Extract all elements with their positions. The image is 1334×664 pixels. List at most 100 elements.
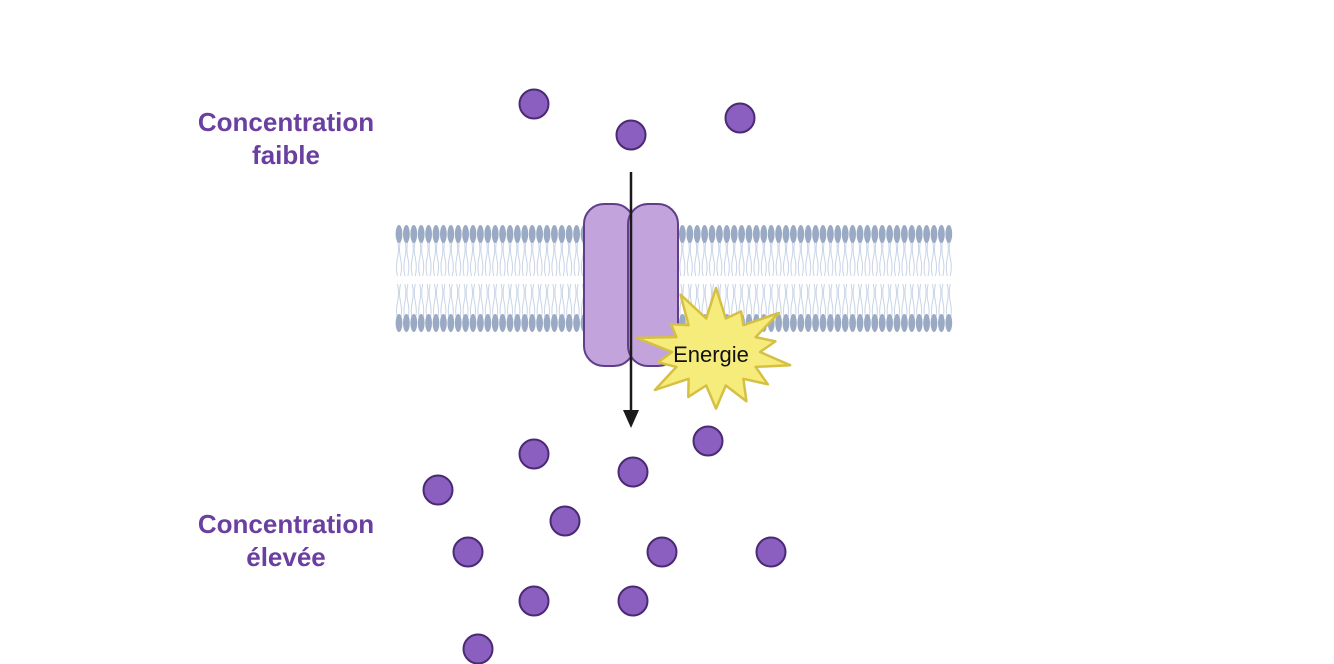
lipid-tail <box>945 239 949 277</box>
molecules-group <box>422 88 787 664</box>
lipid-tail <box>576 283 580 321</box>
lipid-tail <box>786 283 789 321</box>
lipid-head <box>551 314 558 332</box>
energy-star-shape <box>635 286 792 410</box>
lipid-tail <box>763 239 767 277</box>
lipid-tail <box>849 283 853 321</box>
lipid-tail <box>532 239 536 277</box>
lipid-head <box>521 314 529 332</box>
molecule-dot-icon <box>518 88 550 120</box>
lipid-tail <box>686 239 690 277</box>
lipid-head <box>528 314 536 332</box>
lipid-head <box>856 314 864 332</box>
lipid-tail <box>719 239 723 277</box>
low-concentration-label: Concentration faible <box>166 106 406 172</box>
lipid-head <box>864 314 871 332</box>
lipid-tail <box>406 239 410 277</box>
lipid-tail <box>882 239 886 277</box>
lipid-tail <box>544 239 547 277</box>
lipid-tail <box>830 239 834 277</box>
lipid-tail <box>867 283 871 321</box>
lipid-tail <box>554 239 558 277</box>
lipid-tail <box>867 239 871 277</box>
lipid-tail <box>763 283 767 321</box>
lipid-head <box>841 314 849 332</box>
molecule-dot-icon <box>518 438 550 470</box>
lipid-tail <box>726 283 730 321</box>
lipid-head <box>930 314 938 332</box>
lipid-tail <box>433 283 436 321</box>
lipid-tail <box>458 239 462 277</box>
lipid-head <box>804 225 812 243</box>
lipid-head <box>915 225 923 243</box>
lipid-head <box>723 225 731 243</box>
lipid-tail <box>477 239 481 277</box>
lipid-tail <box>514 283 518 321</box>
lipid-tail <box>834 239 838 277</box>
lipid-tail <box>812 239 816 277</box>
lipid-tail <box>470 239 473 277</box>
molecule-dot-icon <box>422 474 454 506</box>
lipid-tail <box>931 283 934 321</box>
lipid-tail <box>768 239 772 277</box>
lipid-head <box>477 225 484 243</box>
lipid-tail <box>948 283 952 321</box>
lipid-head <box>447 225 455 243</box>
lipid-tail <box>487 283 491 321</box>
lipid-tail <box>849 239 853 277</box>
lipid-tail <box>544 283 547 321</box>
lipid-head <box>797 314 805 332</box>
lipid-tail <box>871 239 875 277</box>
lipid-head <box>491 314 499 332</box>
high-concentration-line2: élevée <box>246 542 326 572</box>
lipid-tail <box>808 239 812 277</box>
lipid-tail <box>701 239 705 277</box>
lipid-tail <box>926 239 930 277</box>
lipid-tail <box>480 239 484 277</box>
lipid-head <box>432 225 440 243</box>
lipid-tail <box>418 283 422 321</box>
lipid-tail <box>908 239 912 277</box>
lipid-tail <box>558 283 562 321</box>
lipid-head <box>849 225 856 243</box>
lipid-head <box>938 225 945 243</box>
lipid-head <box>782 314 790 332</box>
lipid-head <box>827 314 834 332</box>
lipid-tail <box>938 239 942 277</box>
lipid-tail <box>524 283 528 321</box>
lipid-tail <box>507 283 510 321</box>
lipid-head <box>745 225 753 243</box>
lipid-head <box>819 225 827 243</box>
lipid-tail <box>462 239 466 277</box>
lipid-tail <box>786 239 789 277</box>
lipid-tail <box>477 283 481 321</box>
molecule-dot-icon <box>549 505 581 537</box>
lipid-tail <box>945 283 949 321</box>
lipid-tail <box>768 283 772 321</box>
lipid-head <box>536 314 543 332</box>
lipid-head <box>730 225 738 243</box>
lipid-tail <box>573 283 577 321</box>
lipid-head <box>856 225 864 243</box>
lipid-tail <box>756 239 760 277</box>
lipid-tail <box>502 283 506 321</box>
lipid-head <box>573 225 580 243</box>
lipid-tail <box>842 283 846 321</box>
lipid-tail <box>778 239 782 277</box>
lipid-tail <box>547 283 550 321</box>
lipid-tail <box>689 239 693 277</box>
lipid-tail <box>941 239 945 277</box>
lipid-tail <box>815 239 819 277</box>
lipid-head <box>878 225 886 243</box>
lipid-head <box>469 314 477 332</box>
lipid-head <box>738 225 745 243</box>
lipid-tail <box>704 239 708 277</box>
lipid-tail <box>731 239 735 277</box>
lipid-head <box>558 314 566 332</box>
lipid-head <box>543 225 551 243</box>
lipid-head <box>693 225 701 243</box>
lipid-tail <box>800 283 804 321</box>
lipid-tail <box>889 239 893 277</box>
lipid-tail <box>790 239 794 277</box>
